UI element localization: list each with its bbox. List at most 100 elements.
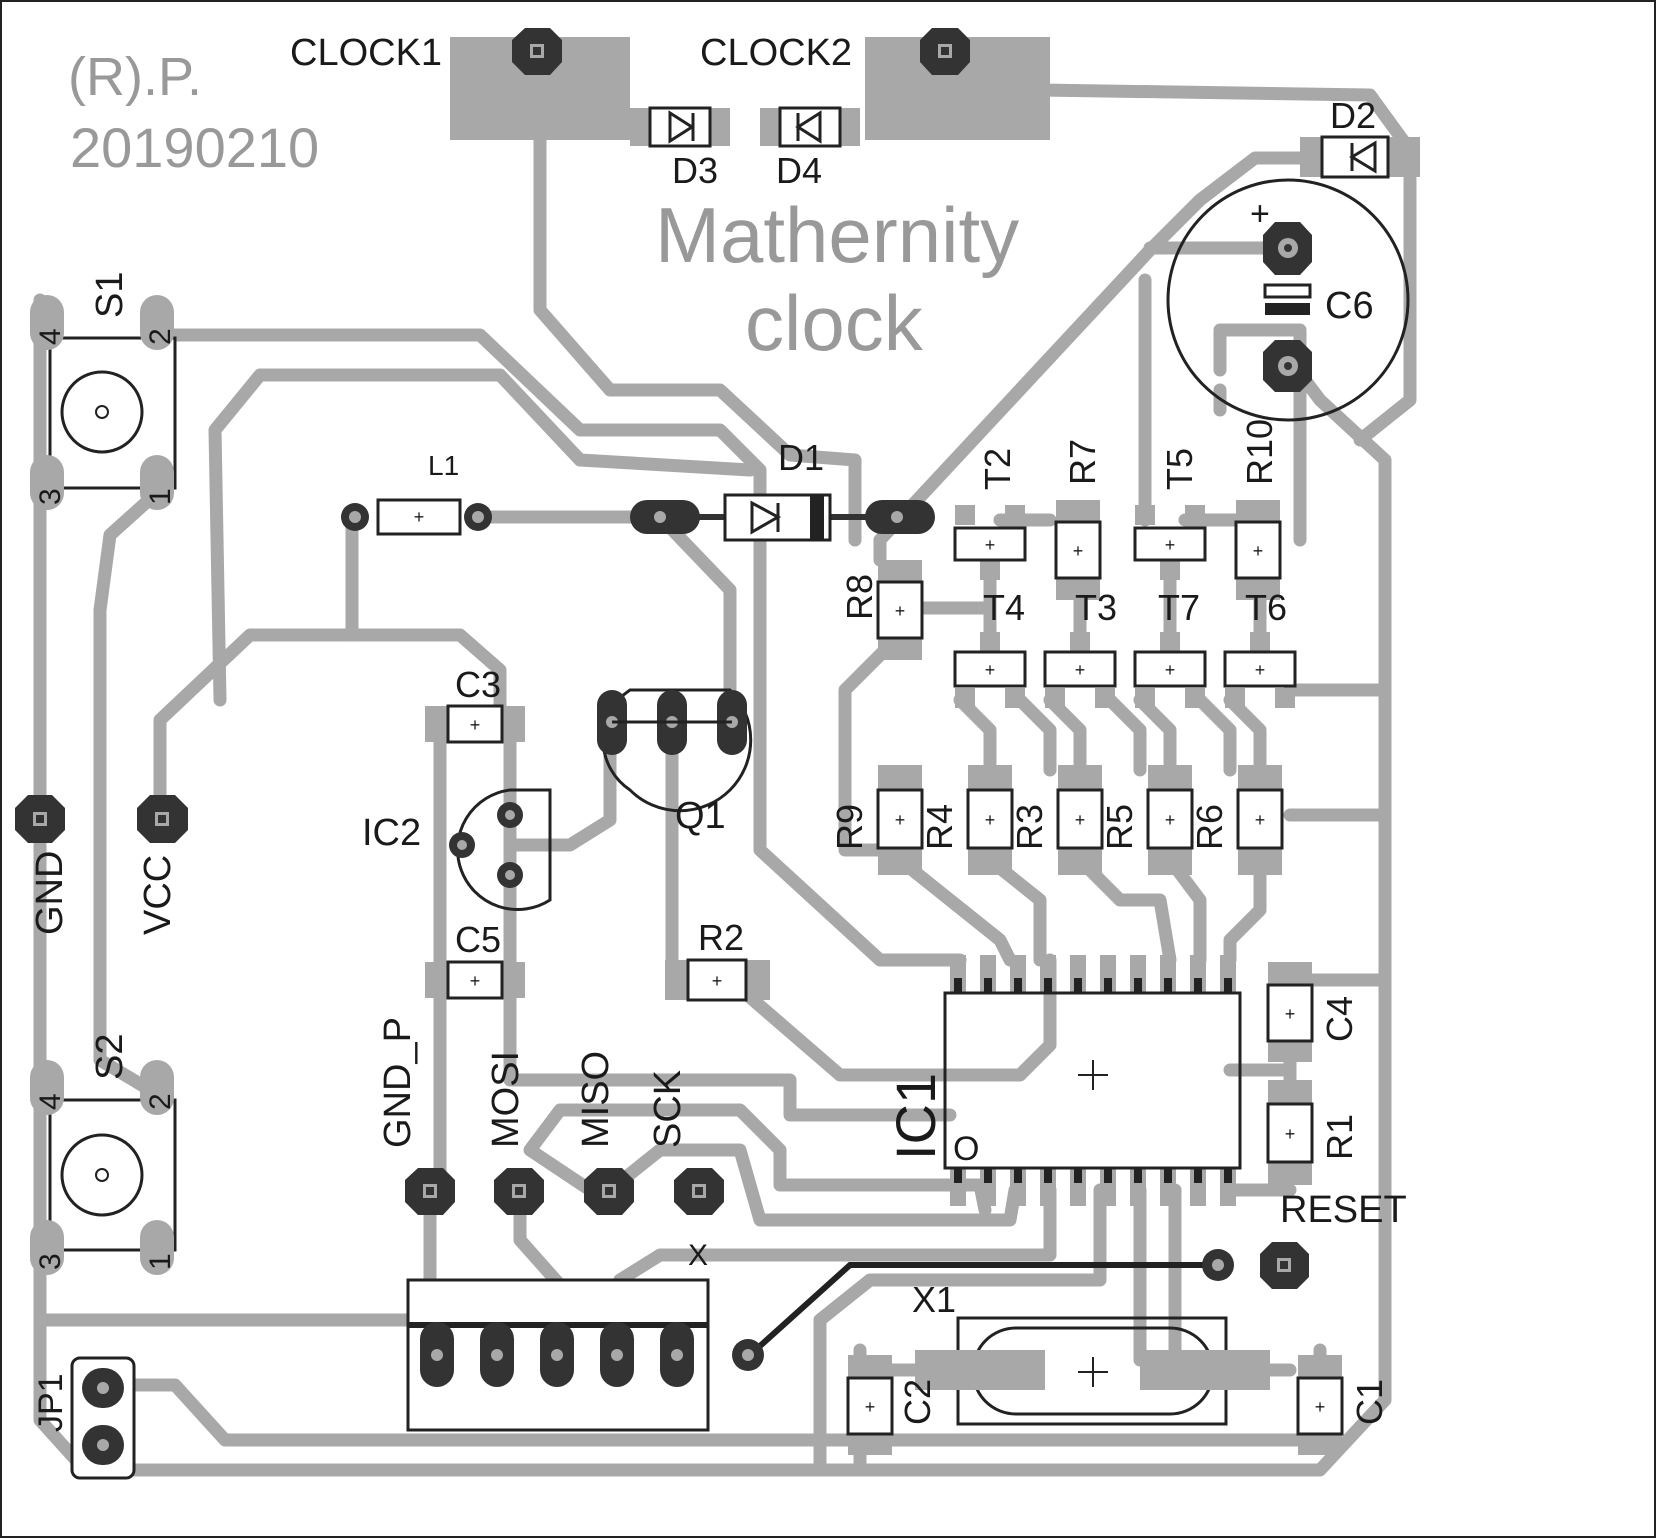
capacitor-c3: + — [425, 704, 525, 744]
title-line2: clock — [745, 279, 924, 367]
s2-pin3: 3 — [34, 1253, 67, 1270]
label-r5: R5 — [1099, 804, 1140, 850]
capacitor-c4: + — [1266, 962, 1314, 1062]
trace-ic-crystal-1 — [813, 1183, 1107, 1477]
capacitor-c2: + — [846, 1355, 894, 1455]
label-d1: D1 — [778, 437, 824, 478]
label-l1: L1 — [428, 450, 459, 481]
trace-outer-loop — [208, 368, 757, 707]
smd-passives: + + + + + + — [425, 500, 1344, 1455]
regulator-ic2 — [449, 788, 552, 911]
traces — [33, 83, 1417, 1477]
resistor-r4: + — [966, 765, 1014, 875]
label-t5: T5 — [1159, 448, 1200, 490]
title-line1: Mathernity — [655, 191, 1019, 279]
transistor-t5: + — [1133, 505, 1207, 580]
svg-text:+: + — [1315, 1397, 1326, 1417]
trace-miso-up — [523, 1103, 992, 1217]
trace-mosi-header — [503, 973, 957, 1122]
label-c5: C5 — [455, 919, 501, 960]
trace-ic-fan-1 — [893, 853, 1017, 967]
trace-clock1-down — [533, 133, 862, 547]
power-vias — [15, 795, 188, 843]
s1-pin2: 2 — [144, 328, 177, 345]
trace-t-row-4 — [1103, 693, 1147, 777]
label-r4: R4 — [919, 804, 960, 850]
s2-pin2: 2 — [144, 1093, 177, 1110]
svg-text:+: + — [1253, 541, 1264, 561]
label-c6-plus: + — [1250, 195, 1270, 233]
trace-r10-c6 — [1213, 323, 1307, 547]
jumper-wire — [747, 1262, 1220, 1358]
label-r9: R9 — [829, 804, 870, 850]
svg-text:+: + — [895, 810, 906, 830]
label-ic2: IC2 — [362, 812, 421, 854]
s1-pin1: 1 — [144, 488, 177, 505]
header-connector — [406, 1278, 710, 1432]
trace-d2-left — [873, 151, 1307, 547]
label-d3: D3 — [672, 150, 718, 191]
svg-text:+: + — [1165, 660, 1176, 680]
transistor-q1 — [597, 688, 753, 813]
ic1-top-legs — [954, 978, 1232, 993]
resistor-r6: + — [1236, 765, 1284, 875]
via-pads — [512, 28, 970, 75]
resistor-r9: + — [876, 765, 924, 875]
resistor-r1: + — [1266, 1080, 1314, 1185]
label-d2: D2 — [1330, 95, 1376, 136]
label-r7: R7 — [1062, 439, 1103, 485]
label-jp1: JP1 — [32, 1373, 70, 1432]
trace-t-row-5 — [1133, 693, 1177, 777]
label-c4: C4 — [1319, 996, 1360, 1042]
resistor-r10: + — [1234, 500, 1282, 600]
label-t6: T6 — [1245, 587, 1287, 628]
label-x: X — [688, 1239, 708, 1272]
label-t3: T3 — [1075, 587, 1117, 628]
resistor-r5: + — [1146, 765, 1194, 875]
label-gnd: GND — [29, 851, 71, 935]
transistor-t2: + — [953, 505, 1027, 580]
label-vcc: VCC — [137, 855, 179, 935]
credit-text: (R).P. — [68, 47, 202, 107]
label-r2: R2 — [698, 917, 744, 958]
label-t2: T2 — [977, 448, 1018, 490]
label-sck: SCK — [647, 1070, 689, 1148]
transistor-t4: + — [953, 632, 1027, 708]
label-c3: C3 — [455, 664, 501, 705]
label-c6: C6 — [1325, 285, 1374, 327]
svg-text:+: + — [865, 1397, 876, 1417]
svg-text:+: + — [470, 715, 481, 735]
trace-t-row-2 — [1013, 693, 1057, 777]
label-s2: S2 — [89, 1034, 131, 1080]
trace-ic-fan-3 — [1073, 853, 1177, 967]
label-q1: Q1 — [675, 795, 726, 837]
diode-d4 — [760, 106, 860, 148]
label-t7: T7 — [1158, 587, 1200, 628]
label-reset: RESET — [1280, 1189, 1407, 1231]
trace-jp1 — [123, 1378, 1327, 1447]
capacitor-c5: + — [425, 960, 525, 1000]
inductor-l1: + — [341, 498, 492, 536]
s2-pin4: 4 — [34, 1093, 67, 1110]
capacitor-c1: + — [1296, 1355, 1344, 1455]
svg-text:+: + — [1165, 810, 1176, 830]
trace-gnd-bus-left — [33, 293, 1392, 1477]
trace-t-row-6 — [1193, 693, 1237, 777]
svg-text:+: + — [985, 535, 996, 555]
diode-d2 — [1300, 135, 1420, 179]
label-t4: T4 — [983, 587, 1025, 628]
trace-r8-r9 — [838, 633, 902, 857]
label-c2: C2 — [897, 1379, 938, 1425]
svg-text:+: + — [470, 971, 481, 991]
label-r10: R10 — [1239, 419, 1280, 485]
trace-t-row-7 — [1223, 693, 1267, 777]
label-x1: X1 — [912, 1279, 956, 1320]
trace-s1-loop — [93, 483, 167, 1097]
label-r1: R1 — [1319, 1114, 1360, 1160]
resistor-r7: + — [1054, 500, 1102, 600]
trace-s1-top — [153, 328, 967, 967]
transistor-t6: + — [1223, 632, 1297, 708]
trace-t-row-3 — [1043, 693, 1087, 777]
label-r3: R3 — [1009, 804, 1050, 850]
